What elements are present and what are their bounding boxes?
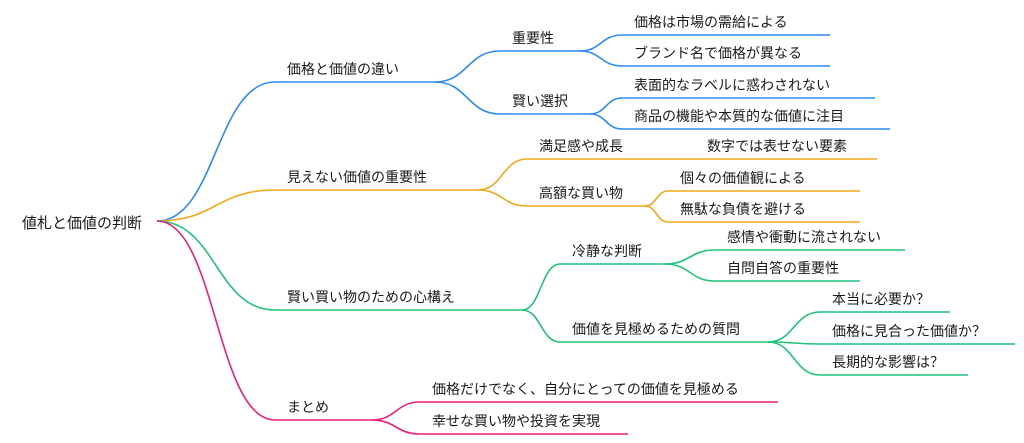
edge-root-branch-2 xyxy=(156,189,276,222)
edge-topic-3-1-leaf-2 xyxy=(664,263,716,282)
branch-1-topic-1-label: 重要性 xyxy=(512,31,554,47)
leaf-1-1-2-label: ブランド名で価格が異なる xyxy=(634,45,802,62)
edge-topic-1-2-leaf-1 xyxy=(589,97,623,115)
edge-branch-2-topic-1 xyxy=(477,158,528,191)
leaf-3-2-1-label: 本当に必要か？ xyxy=(832,292,930,308)
edge-topic-3-2-leaf-3 xyxy=(767,341,821,376)
edge-topic-1-2-leaf-2 xyxy=(589,113,623,130)
edge-topic-3-2-leaf-1 xyxy=(767,311,821,343)
branch-3-label: 賢い買い物のための心構え xyxy=(287,290,455,306)
leaf-1-2-1-label: 表面的なラベルに惑わされない xyxy=(634,78,830,94)
mind-map-edges xyxy=(156,34,1015,435)
leaf-3-1-1-label: 感情や衝動に流されない xyxy=(727,229,881,246)
edge-branch-1-topic-1 xyxy=(434,50,501,83)
branch-2-label: 見えない価値の重要性 xyxy=(287,170,427,186)
leaf-3-2-3-label: 長期的な影響は？ xyxy=(832,354,944,371)
edge-root-branch-3 xyxy=(156,220,276,311)
edge-branch-4-topic-1 xyxy=(371,401,421,421)
branch-4-label: まとめ xyxy=(287,400,329,416)
edge-branch-3-topic-1 xyxy=(521,263,561,311)
leaf-1-2-2-label: 商品の機能や本質的な価値に注目 xyxy=(634,109,844,125)
edge-branch-1-topic-2 xyxy=(434,81,501,115)
edge-topic-2-2-leaf-1 xyxy=(644,190,669,207)
branch-2-topic-2-label: 高額な買い物 xyxy=(539,185,623,202)
leaf-2-2-1-label: 個々の価値観による xyxy=(680,170,806,187)
leaf-3-1-2-label: 自問自答の重要性 xyxy=(727,260,839,277)
leaf-3-2-2-label: 価格に見合った価値か？ xyxy=(832,324,986,340)
edge-root-branch-1 xyxy=(156,81,276,222)
edge-branch-3-topic-2 xyxy=(521,309,561,343)
edge-topic-1-1-leaf-1 xyxy=(579,34,623,52)
branch-1-topic-2-label: 賢い選択 xyxy=(512,94,568,110)
leaf-2-2-2-label: 無駄な負債を避ける xyxy=(680,202,806,218)
branch-4-topic-2-label: 幸せな買い物や投資を実現 xyxy=(432,414,600,430)
branch-3-topic-1-label: 冷静な判断 xyxy=(572,244,642,260)
branch-2-topic-1-label: 満足感や成長 xyxy=(539,138,623,155)
leaf-2-1-1-label: 数字では表せない要素 xyxy=(707,139,847,155)
branch-1-label: 価格と価値の違い xyxy=(287,62,399,78)
edge-branch-2-topic-2 xyxy=(477,189,528,207)
root-node-label: 値札と価値の判断 xyxy=(22,214,142,232)
edge-topic-2-2-leaf-2 xyxy=(644,205,669,223)
branch-3-topic-2-label: 価値を見極めるための質問 xyxy=(572,322,740,338)
edge-topic-1-1-leaf-2 xyxy=(579,50,623,67)
edge-topic-3-1-leaf-1 xyxy=(664,249,716,265)
leaf-1-1-1-label: 価格は市場の需給による xyxy=(634,14,788,31)
edge-branch-4-topic-2 xyxy=(371,419,421,435)
branch-4-topic-1-label: 価格だけでなく、自分にとっての価値を見極める xyxy=(432,382,739,398)
edge-root-branch-4 xyxy=(156,220,276,421)
